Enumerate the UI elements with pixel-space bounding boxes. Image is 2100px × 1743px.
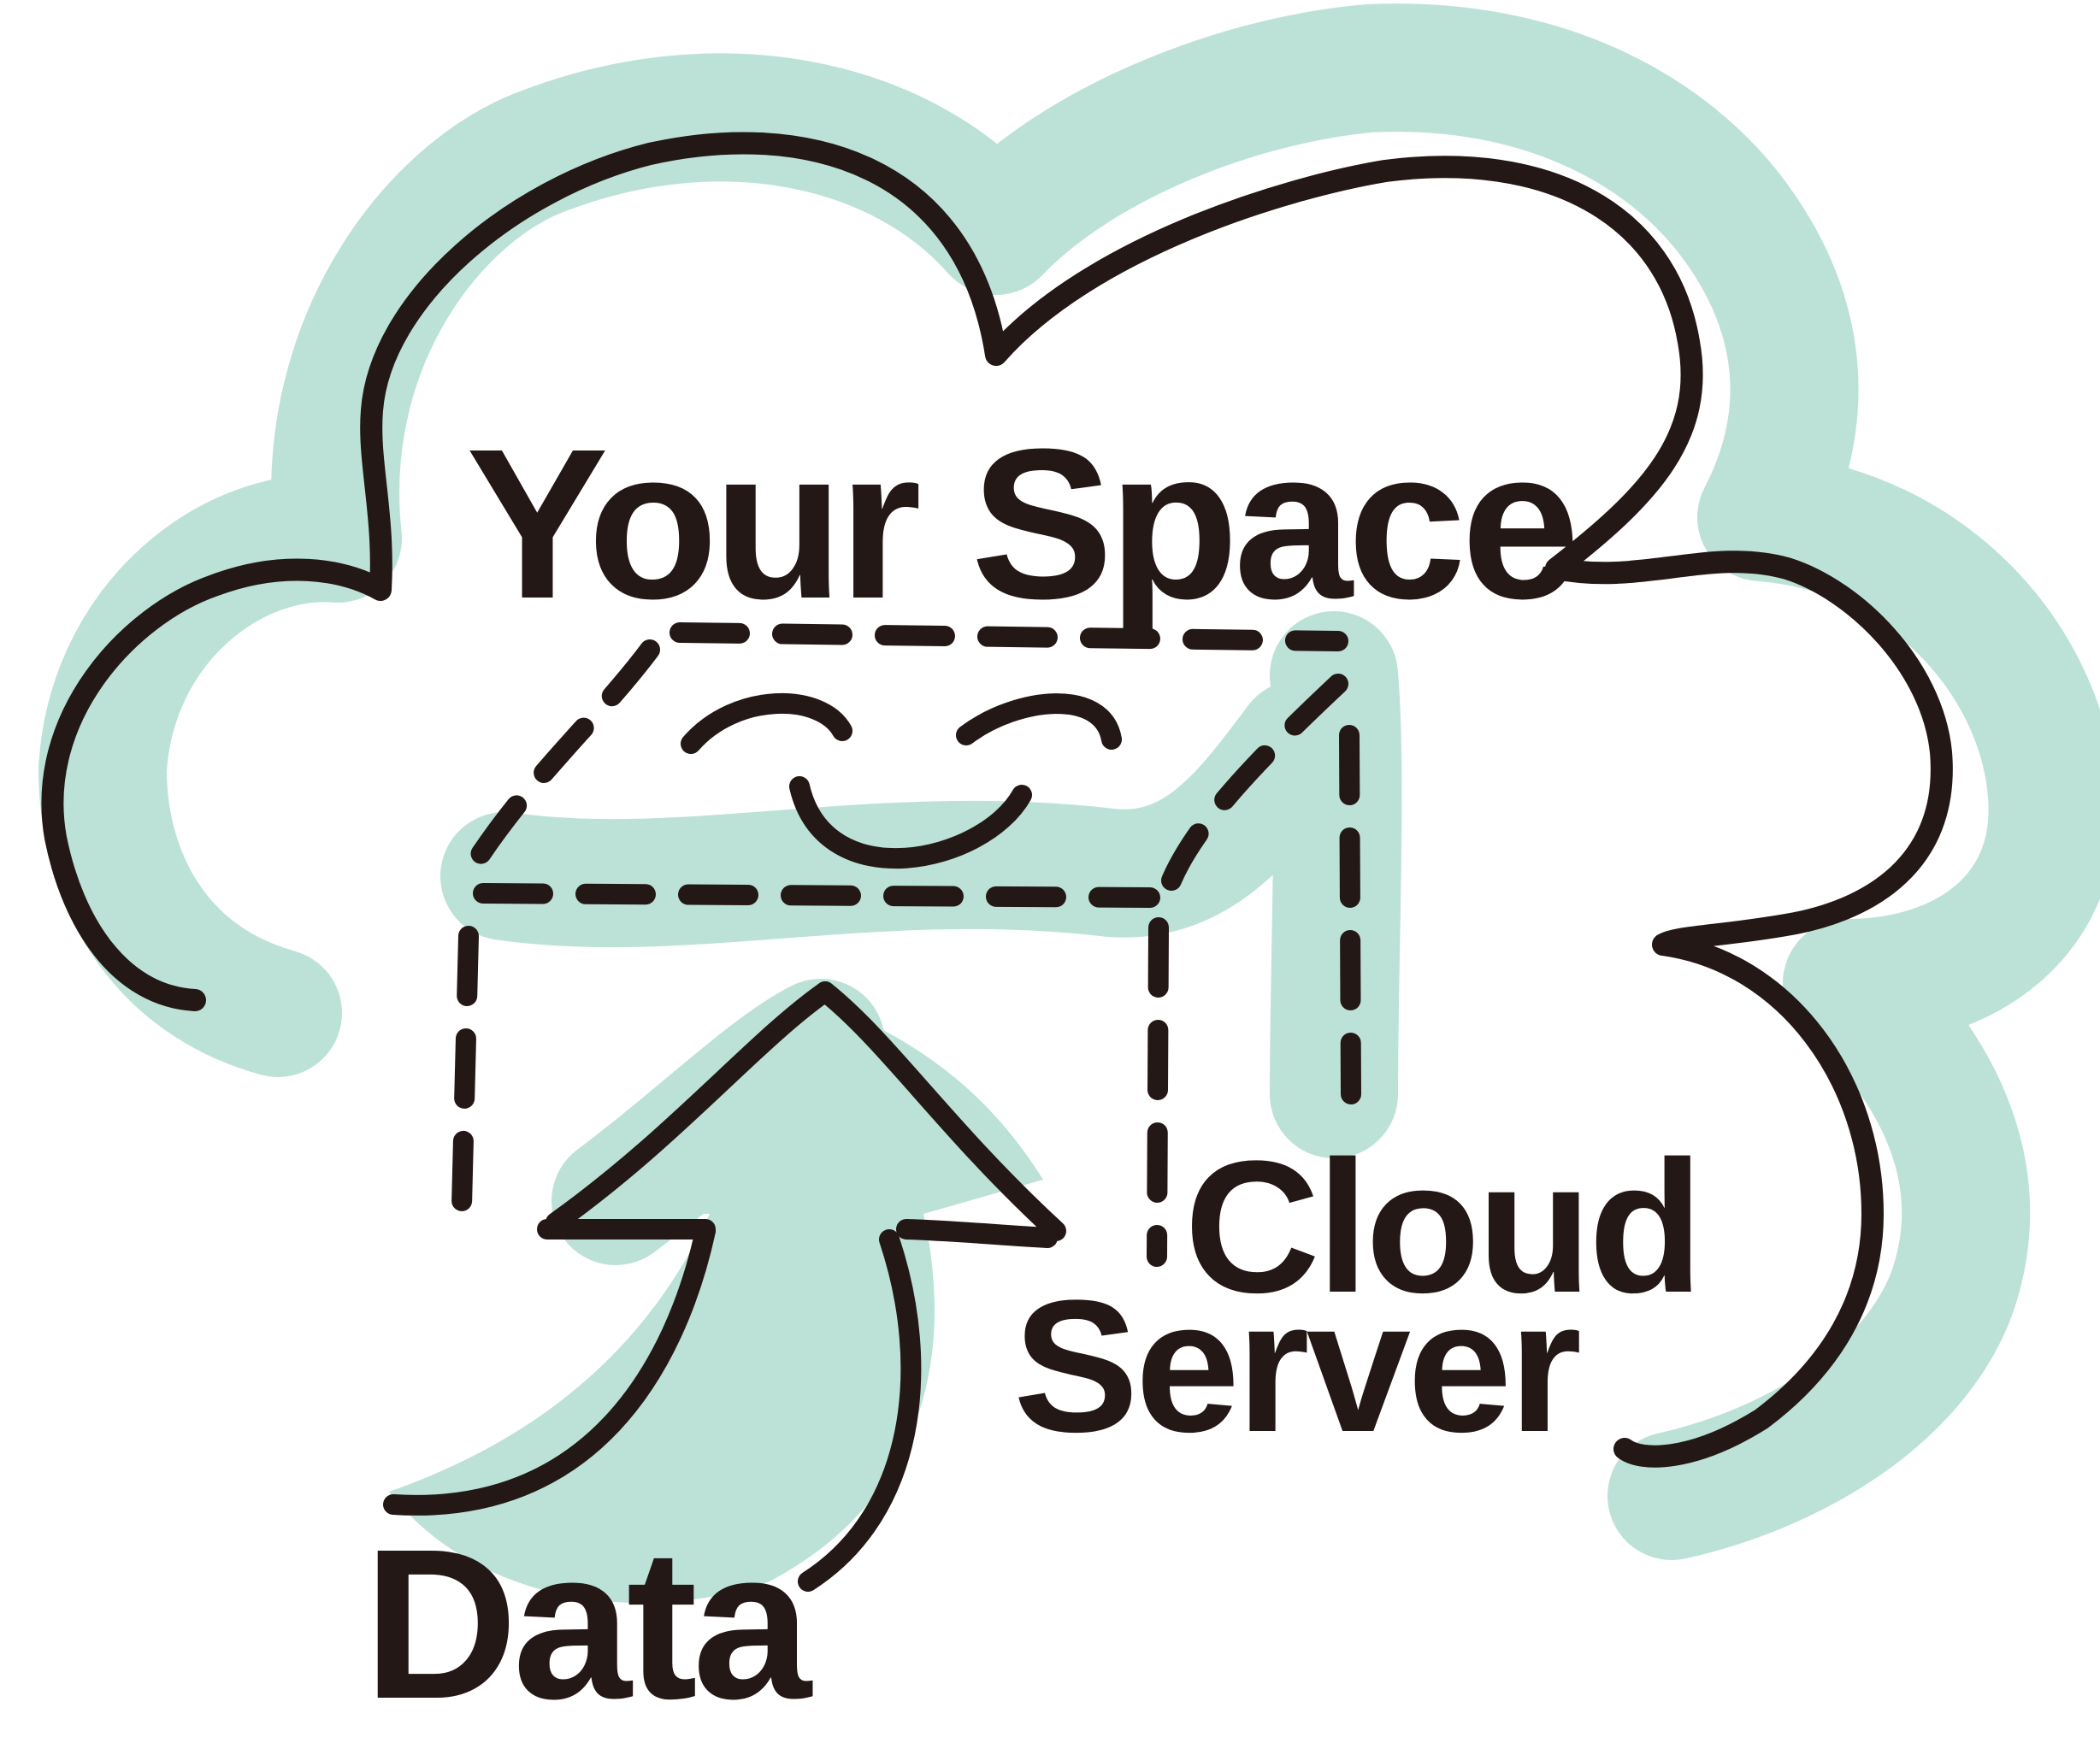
label-your-space: Your Space: [466, 404, 1580, 643]
box-front-right-vertical-edge: [1147, 917, 1169, 1267]
cloud-fill-ring: [38, 3, 2100, 1560]
ink-lines: [41, 132, 1953, 1592]
mint-fill-layer: [38, 3, 2100, 1604]
right-eye: [956, 693, 1122, 750]
cloud-box-dashed-outline: [451, 622, 1361, 1267]
arrow-left-shaft: [383, 1221, 716, 1516]
arrow-body-fill: [389, 1009, 1043, 1604]
box-column-fill: [1270, 611, 1402, 1158]
box-band-fill: [440, 680, 1364, 948]
label-server: Server: [1013, 1261, 1582, 1471]
left-eye: [681, 693, 852, 754]
box-top-back-edge: [670, 622, 1348, 651]
arrow-right-shaft: [798, 1229, 922, 1592]
mouth: [789, 776, 1032, 869]
smiley-face: [681, 693, 1122, 869]
box-top-left-edge: [464, 639, 660, 874]
box-right-slanted-edge: [1161, 674, 1348, 891]
upload-arrow: [383, 981, 1066, 1592]
arrow-right-head: [815, 981, 1066, 1241]
box-rear-right-vertical-edge: [1339, 725, 1361, 1104]
cloud-outline: [41, 132, 1953, 1468]
label-data: Data: [363, 1505, 811, 1743]
label-cloud: Cloud: [1184, 1122, 1703, 1332]
arrow-right-head-base: [896, 1219, 1058, 1248]
box-left-vertical-edge: [451, 926, 479, 1216]
box-front-top-edge: [473, 883, 1160, 908]
arrow-left-head: [546, 981, 835, 1233]
